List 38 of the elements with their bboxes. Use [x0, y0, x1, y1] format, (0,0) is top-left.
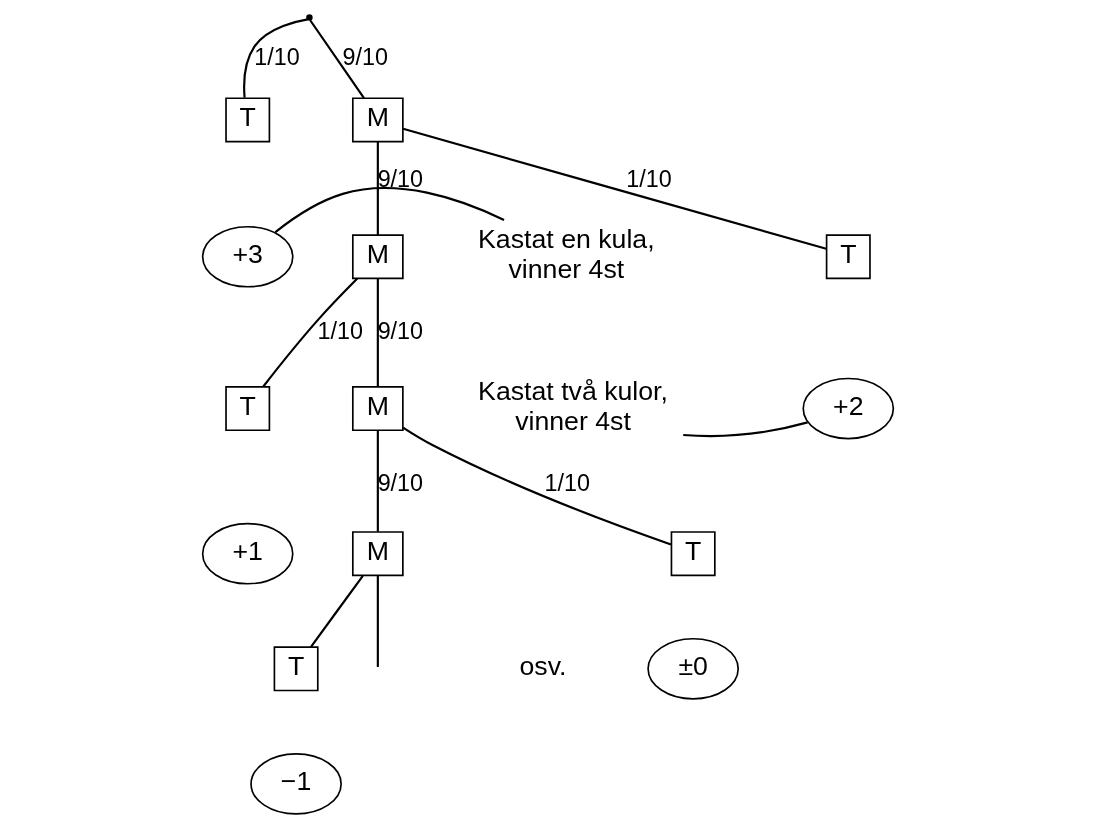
edge-label: 1/10 [254, 44, 300, 71]
node-box: T [225, 97, 271, 143]
edge-label: 1/10 [544, 469, 590, 496]
node-box: M [352, 234, 404, 280]
connector [274, 187, 505, 233]
connector [376, 575, 379, 667]
edge-label: 9/10 [377, 469, 424, 496]
connector [376, 278, 379, 387]
edge-label: 9/10 [342, 44, 389, 71]
node-text: Kastat två kulor, vinner 4st [478, 375, 668, 436]
edge-label: 1/10 [626, 166, 672, 193]
node-box: T [825, 234, 871, 280]
node-box: M [352, 97, 404, 143]
connector [262, 277, 359, 388]
node-box: M [352, 531, 404, 577]
node-ellipse: +3 [201, 225, 294, 288]
edge-label: 9/10 [377, 317, 424, 344]
connector [309, 19, 365, 99]
node-text: Kastat en kula, vinner 4st [478, 224, 655, 285]
connector [376, 430, 379, 532]
node-point [306, 14, 313, 21]
node-box: T [225, 386, 271, 432]
node-ellipse: +2 [802, 377, 895, 440]
node-ellipse: −1 [250, 753, 342, 815]
node-box: T [273, 646, 319, 692]
node-ellipse: ±0 [647, 637, 739, 700]
edge-label: 1/10 [317, 317, 364, 344]
connector [376, 141, 379, 236]
node-box: M [352, 386, 404, 432]
edge-label: 9/10 [377, 166, 424, 193]
connector [402, 127, 827, 250]
connector [402, 426, 672, 546]
node-ellipse: +1 [201, 522, 294, 585]
label: osv. [519, 651, 567, 682]
connector [243, 18, 308, 98]
node-box: T [670, 531, 716, 577]
connector [683, 421, 808, 438]
connector [310, 575, 364, 648]
